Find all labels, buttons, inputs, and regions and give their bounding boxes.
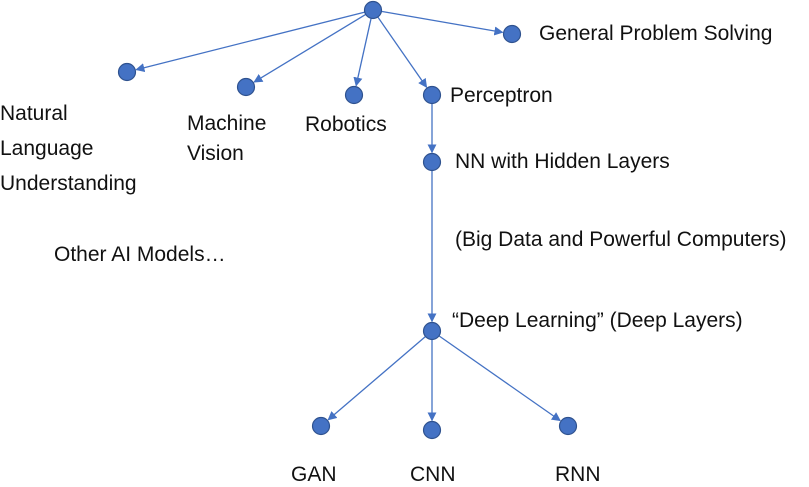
label-gan: GAN [291, 463, 337, 486]
node-cnn [422, 420, 442, 440]
edge-root-to-robotics [353, 18, 372, 87]
edge-deep-to-rnn [438, 335, 561, 422]
label-cnn: CNN [410, 463, 456, 486]
node-gan [311, 416, 331, 436]
node-vision [236, 77, 256, 97]
label-general-problem-solving: General Problem Solving [539, 22, 773, 45]
node-robotics [344, 85, 364, 105]
label-other-ai-models: Other AI Models… [54, 243, 226, 266]
node-perceptron [422, 85, 442, 105]
node-rnn [558, 416, 578, 436]
edge-root-to-perceptron [377, 16, 428, 88]
node-general [502, 24, 522, 44]
label-robotics: Robotics [305, 113, 387, 136]
node-nlu [117, 62, 137, 82]
edge-root-to-vision [253, 13, 367, 83]
label-machine-vision: Machine Vision [187, 112, 267, 165]
node-root [363, 0, 383, 20]
label-rnn: RNN [555, 463, 601, 486]
label-deep-learning: “Deep Learning” (Deep Layers) [452, 309, 743, 332]
node-nn [422, 152, 442, 172]
label-perceptron: Perceptron [450, 84, 553, 107]
label-nn-hidden-layers: NN with Hidden Layers [455, 150, 670, 173]
label-natural-language-understanding: Natural Language Understanding [0, 102, 137, 195]
edge-root-to-nlu [135, 11, 365, 73]
node-deep [422, 321, 442, 341]
label-big-data: (Big Data and Powerful Computers) [455, 228, 787, 251]
edge-root-to-general [381, 10, 504, 36]
edge-deep-to-gan [327, 336, 426, 421]
